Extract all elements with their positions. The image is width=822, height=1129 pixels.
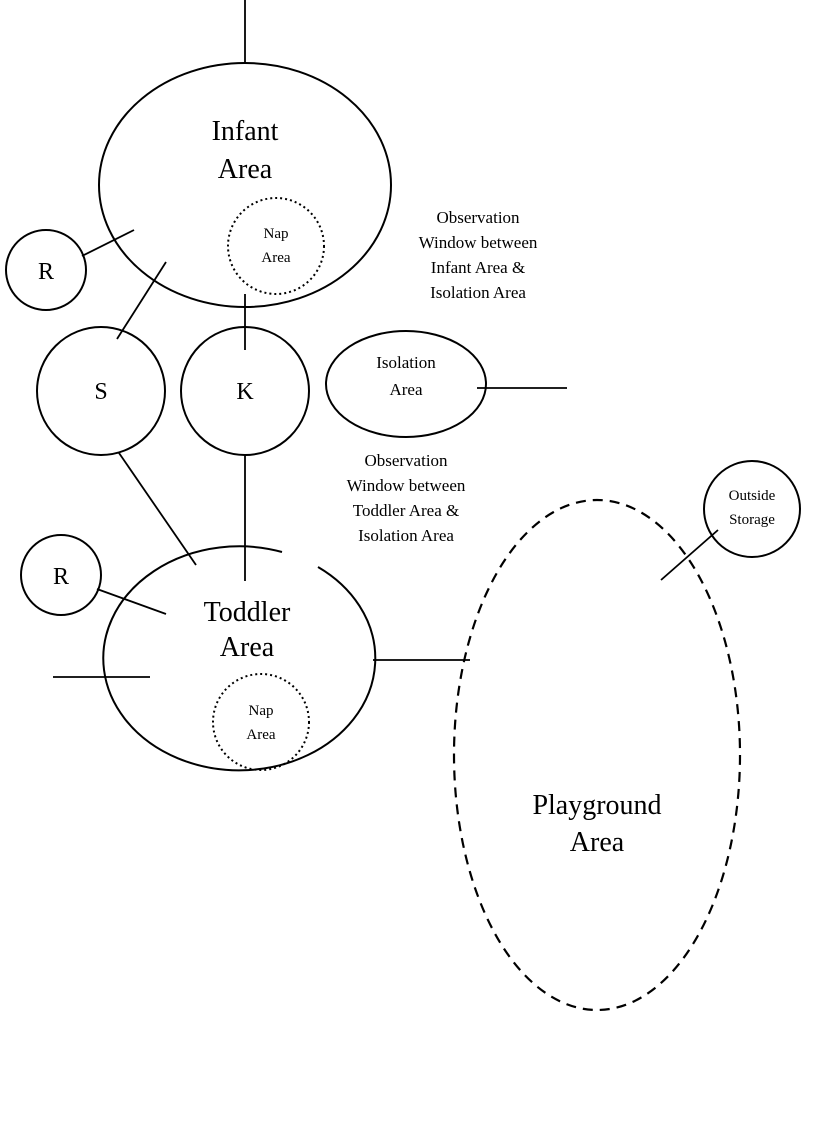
infant-area-label-line1: Infant: [212, 116, 279, 147]
obs-toddler-line1: Observation: [364, 451, 448, 470]
restroom-bottom: R: [20, 534, 102, 616]
isolation-ellipse: [325, 330, 487, 438]
infant-nap-area: Nap Area: [227, 197, 325, 295]
toddler-area: Toddler Area: [102, 545, 377, 772]
toddler-nap-circle: [212, 673, 310, 771]
playground-area: Playground Area: [452, 498, 742, 1012]
infant-area: Infant Area: [98, 62, 392, 308]
infant-area-ellipse: [98, 62, 392, 308]
restroom-bottom-circle: [20, 534, 102, 616]
obs-toddler-line2: Window between: [347, 476, 466, 495]
observation-window-toddler-isolation: Observation Window between Toddler Area …: [347, 451, 466, 545]
restroom-top-circle: [5, 229, 87, 311]
isolation-area: Isolation Area: [325, 330, 487, 438]
kitchen-label: K: [236, 379, 254, 405]
playground-label-line1: Playground: [532, 790, 661, 821]
connector-restroom-infant: [81, 229, 135, 257]
infant-nap-circle: [227, 197, 325, 295]
infant-area-label-line2: Area: [218, 154, 273, 185]
obs-infant-line1: Observation: [436, 208, 520, 227]
connector-infant-storage: [116, 261, 167, 340]
playground-label-line2: Area: [570, 827, 625, 858]
isolation-label-line2: Area: [389, 380, 422, 399]
obs-infant-line3: Infant Area &: [431, 258, 525, 277]
obs-infant-line2: Window between: [419, 233, 538, 252]
infant-nap-label-line1: Nap: [264, 226, 289, 242]
storage-label: S: [94, 379, 107, 405]
outside-storage-label-line2: Storage: [729, 512, 775, 528]
restroom-bottom-label: R: [53, 564, 69, 590]
obs-toddler-line3: Toddler Area &: [353, 501, 459, 520]
outside-storage: Outside Storage: [703, 460, 801, 558]
obs-infant-line4: Isolation Area: [430, 283, 526, 302]
connector-playground-outside-storage: [660, 529, 719, 581]
restroom-top-label: R: [38, 259, 54, 285]
toddler-area-label-line1: Toddler: [204, 597, 291, 628]
toddler-area-label-line2: Area: [220, 632, 275, 663]
connector-restroom-toddler: [96, 588, 167, 615]
connector-storage-toddler: [118, 452, 197, 566]
observation-window-infant-isolation: Observation Window between Infant Area &…: [419, 208, 538, 302]
toddler-area-ellipse: [102, 545, 377, 772]
toddler-nap-area: Nap Area: [212, 673, 310, 771]
outside-storage-circle: [703, 460, 801, 558]
obs-toddler-line4: Isolation Area: [358, 526, 454, 545]
infant-nap-label-line2: Area: [261, 250, 290, 266]
storage-circle: [36, 326, 166, 456]
outside-storage-label-line1: Outside: [729, 488, 776, 504]
storage-room: S: [36, 326, 166, 456]
connectors: [53, 0, 719, 678]
isolation-label-line1: Isolation: [376, 353, 436, 372]
toddler-nap-label-line1: Nap: [249, 703, 274, 719]
playground-ellipse: [452, 498, 742, 1012]
restroom-top: R: [5, 229, 87, 311]
toddler-nap-label-line2: Area: [246, 727, 275, 743]
